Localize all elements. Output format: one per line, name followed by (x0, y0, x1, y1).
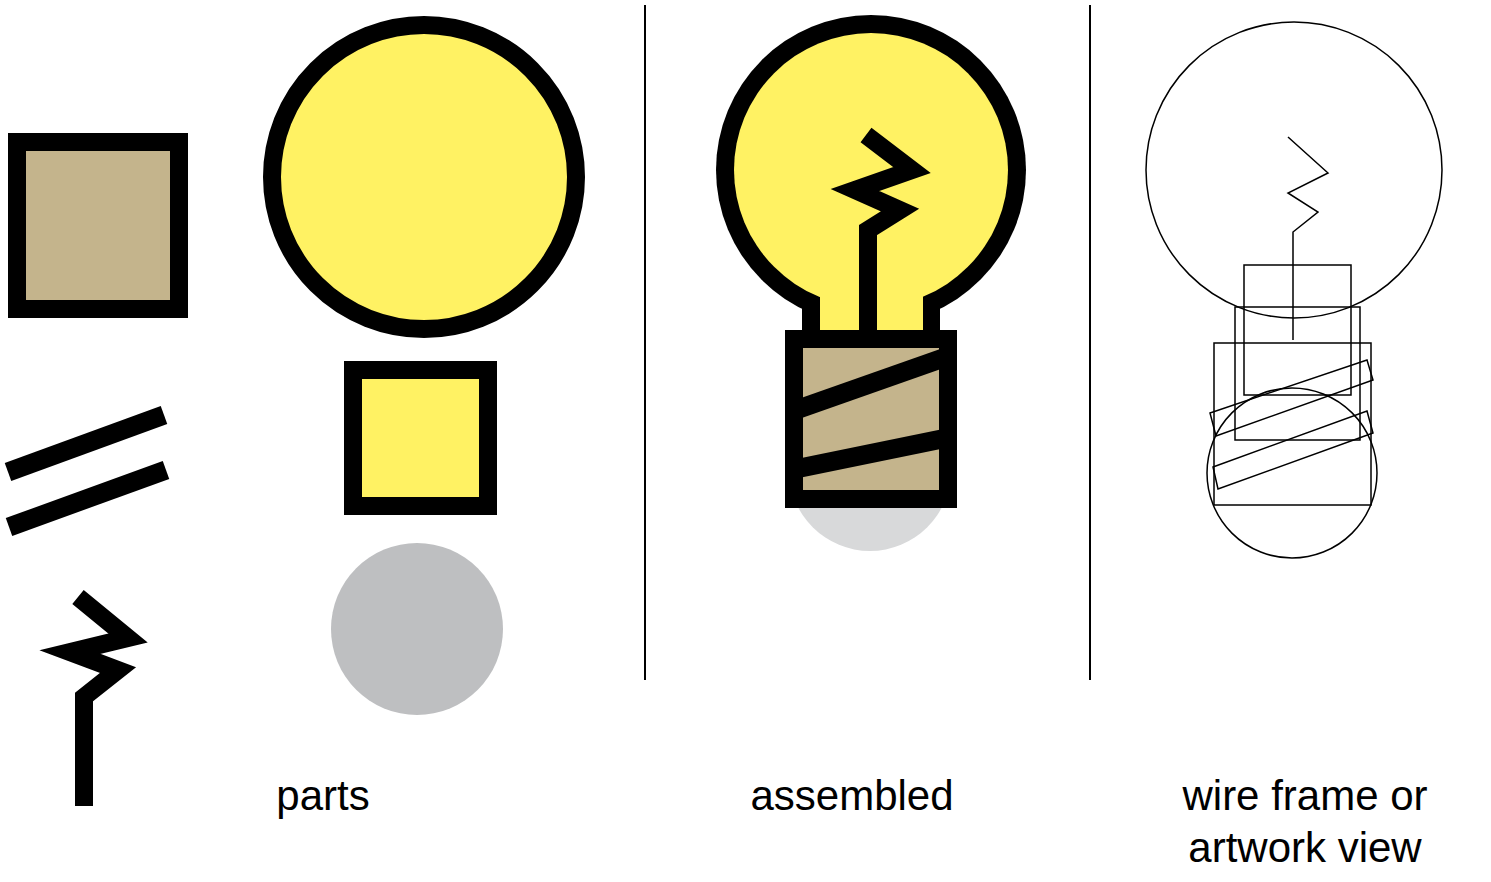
wireframe-bulb (1146, 22, 1442, 558)
filament (855, 135, 912, 331)
panel-label: wire frame or artwork view (1140, 770, 1470, 874)
wire-filament (1288, 137, 1328, 340)
assembled-bulb (716, 15, 1026, 551)
base-stripe (794, 355, 948, 412)
panel-label: assembled (682, 770, 1022, 822)
stripe-part (8, 415, 164, 472)
base-stripe (794, 437, 948, 470)
panel-divider (644, 5, 646, 680)
filament-part (70, 597, 128, 806)
wire-rect (1244, 265, 1351, 395)
contact-circle-part (331, 543, 503, 715)
wire-stripe (1213, 411, 1373, 489)
panel-divider (1089, 5, 1091, 680)
base-square-part (17, 142, 179, 309)
neck-square-part (353, 370, 488, 506)
globe-part (272, 25, 576, 329)
parts-group (8, 25, 576, 806)
wire-globe (1146, 22, 1442, 318)
stripe-part (9, 470, 166, 527)
panel-label: parts (173, 770, 473, 822)
wire-stripe (1210, 360, 1373, 436)
wire-circle (1207, 388, 1377, 558)
